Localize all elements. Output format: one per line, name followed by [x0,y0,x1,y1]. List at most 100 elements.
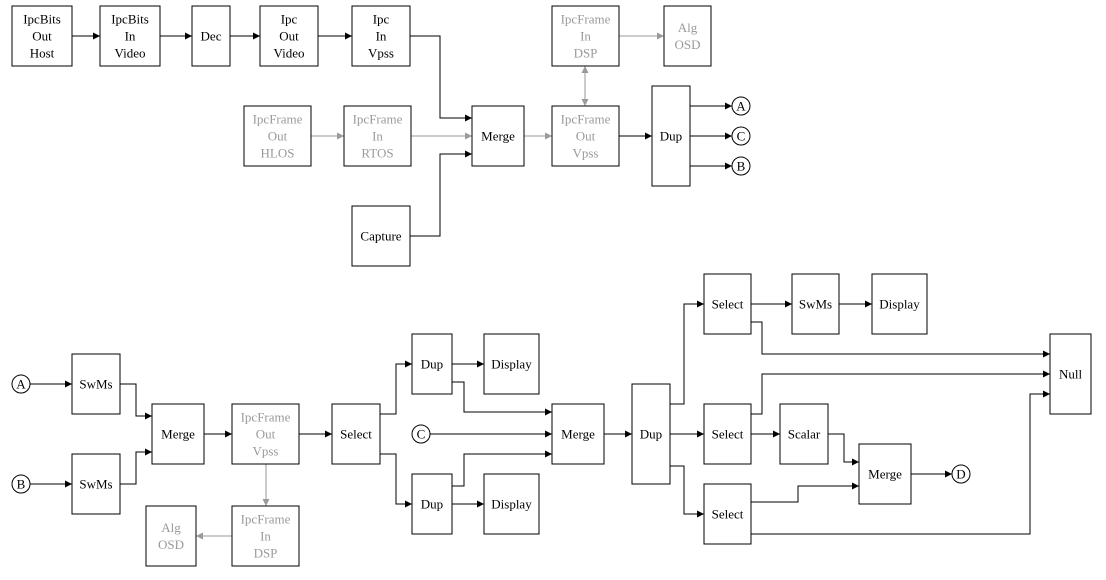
node-box [411,473,453,535]
node-box [231,403,300,465]
node-label-line: Dec [201,29,222,44]
node-capture: Capture [351,205,411,267]
node-select-middle: Select [703,403,752,465]
node-label-line: SwMs [799,297,832,312]
node-label-line: Ipc [281,12,298,27]
node-box [151,403,205,465]
node-label-line: IpcFrame [353,112,403,127]
node-display-right: Display [871,273,928,335]
node-label-line: Out [279,29,299,44]
node-box [483,473,540,535]
node-label-line: Select [712,507,744,522]
node-box [71,453,121,515]
node-box [471,105,525,167]
connector-circle [731,96,751,116]
node-label-line: Dup [640,427,662,442]
node-label-line: Alg [678,20,698,35]
node-null: Null [1049,333,1092,415]
node-label-line: OSD [158,537,184,552]
node-label-line: Out [256,427,276,442]
node-label-line: DSP [254,546,278,561]
node-box [243,105,312,167]
connector-circle [951,464,971,484]
node-label-line: In [580,29,591,44]
node-label-line: Select [712,427,744,442]
node-box [651,85,691,187]
node-label-line: SwMs [79,377,112,392]
node-label-line: IpcFrame [561,12,611,27]
edge-select-mid-to-dup-lower [380,453,412,508]
node-box [483,333,540,395]
node-box [779,403,829,465]
node-label-line: Select [340,427,372,442]
connector-label: A [736,99,746,114]
node-label-line: IpcBits [23,12,61,27]
connector-bot-c: C [411,424,431,444]
node-label-line: IpcFrame [241,410,291,425]
node-merge-bl: Merge [151,403,205,465]
node-box [551,403,605,465]
node-label-line: OSD [674,37,700,52]
node-label-line: IpcFrame [241,512,291,527]
node-select-top: Select [703,273,752,335]
connector-circle [731,156,751,176]
node-label-line: Select [712,297,744,312]
node-box [11,5,73,67]
node-box [551,5,620,67]
node-label-line: Dup [421,497,443,512]
edge-ipc-in-vpss-to-merge-top [410,35,472,122]
edge-dup-big-to-select-top [670,300,704,405]
node-label-line: Out [32,29,52,44]
node-box [871,273,928,335]
node-dup-big: Dup [631,383,671,485]
node-label-line: Vpss [252,444,278,459]
node-display-upper: Display [483,333,540,395]
node-label-line: IpcBits [111,12,149,27]
node-label-line: Dup [421,357,443,372]
edge-select-bottom-to-merge-right [751,482,859,503]
connector-circle [411,424,431,444]
node-label-line: SwMs [79,477,112,492]
edge-swms-a-to-merge-bl [120,383,152,420]
node-label-line: Display [491,357,532,372]
node-box [631,383,671,485]
node-select-bottom: Select [703,483,752,545]
edge-dup-upper-to-merge-mid [452,381,552,416]
node-label-line: Dup [660,129,682,144]
connector-label: A [16,377,26,392]
node-label-line: Display [879,297,920,312]
node-label-line: Out [268,129,288,144]
node-dup-lower: Dup [411,473,453,535]
node-label-line: Vpss [368,46,394,61]
connector-label: D [956,467,965,482]
node-box [703,483,752,545]
connector-circle [11,374,31,394]
edge-swms-b-to-merge-bl [120,448,152,485]
connector-label: B [737,159,746,174]
edge-scalar-to-merge-right [828,433,859,466]
node-dup-upper: Dup [411,333,453,395]
connector-label: C [417,427,426,442]
node-label-line: HLOS [261,146,295,161]
node-label-line: Merge [161,427,195,442]
node-box [351,5,411,67]
node-box [191,5,231,67]
node-label-line: Alg [161,520,181,535]
node-label-line: IpcFrame [561,112,611,127]
edge-select-bottom-to-null [751,390,1050,535]
edge-select-mid-to-dup-upper [380,360,412,415]
nodes-layer: IpcBitsOutHostIpcBitsInVideoDecIpcOutVid… [11,5,1092,567]
node-label-line: Scalar [788,427,821,442]
node-label-line: In [260,529,271,544]
node-merge-top: Merge [471,105,525,167]
node-box [703,403,752,465]
connector-top-b: B [731,156,751,176]
connector-bot-a: A [11,374,31,394]
node-label-line: Video [115,46,146,61]
